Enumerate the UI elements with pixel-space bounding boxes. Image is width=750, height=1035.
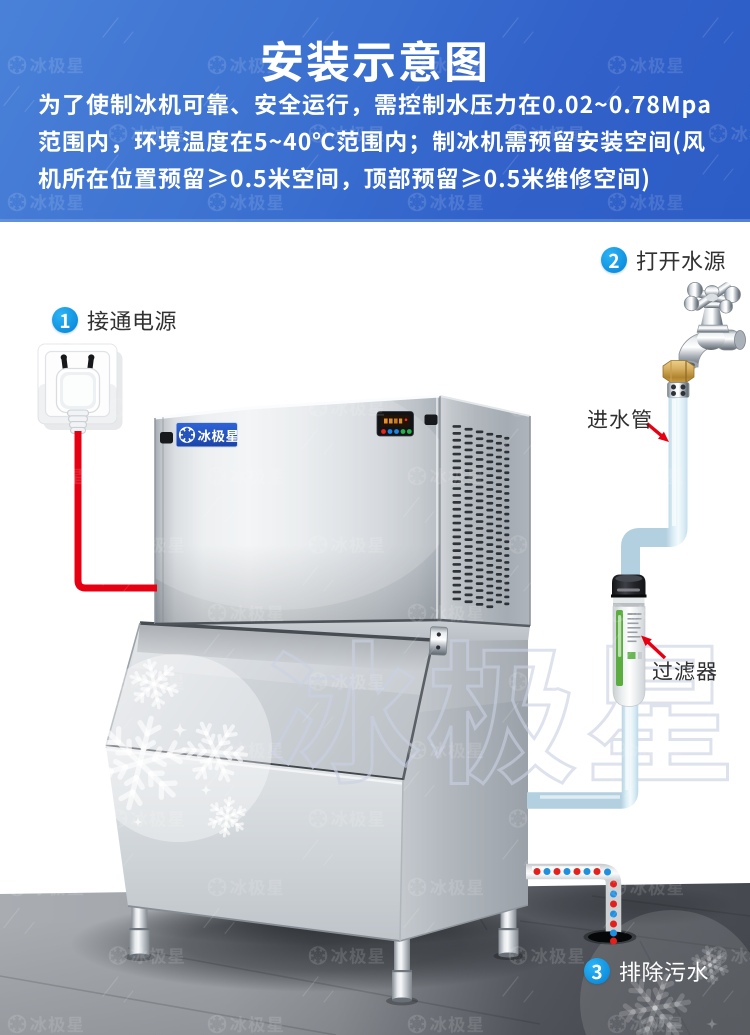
photo-watermark-circle-left (84, 654, 272, 842)
inlet-pipe-lower (527, 700, 639, 809)
filter-arrow (641, 635, 667, 660)
water-filter (611, 574, 647, 707)
faucet (678, 281, 746, 370)
control-button-blue[interactable] (387, 429, 393, 434)
control-button-blue[interactable] (394, 429, 399, 434)
machine-vent-slot-left (160, 432, 173, 444)
inlet-pipe-arrow (645, 422, 669, 442)
brass-fitting (662, 360, 695, 383)
plug (55, 354, 101, 434)
drain-hole (588, 931, 632, 943)
machine-control-panel[interactable] (376, 411, 414, 437)
control-button-green[interactable] (406, 429, 412, 434)
hose-connector (667, 382, 690, 398)
photo-watermark-big-text: 冰极星 (268, 594, 742, 814)
machine-vent-slot-right (424, 414, 438, 425)
control-button-red[interactable] (381, 429, 386, 434)
faucet-handle[interactable] (683, 281, 741, 314)
machine-brand-plate: 冰极星 (175, 422, 240, 448)
inlet-water-line (527, 360, 695, 809)
control-button-green[interactable] (400, 429, 406, 434)
bin-lower-front (106, 746, 403, 941)
bin-right-side (400, 640, 528, 941)
machine-vent-grille (452, 425, 510, 609)
machine-leg (386, 938, 418, 1006)
power-cable (74, 431, 157, 592)
power-outlet (37, 343, 123, 434)
machine-brand-text: 冰极星 (198, 425, 240, 445)
inlet-hose (621, 397, 688, 578)
